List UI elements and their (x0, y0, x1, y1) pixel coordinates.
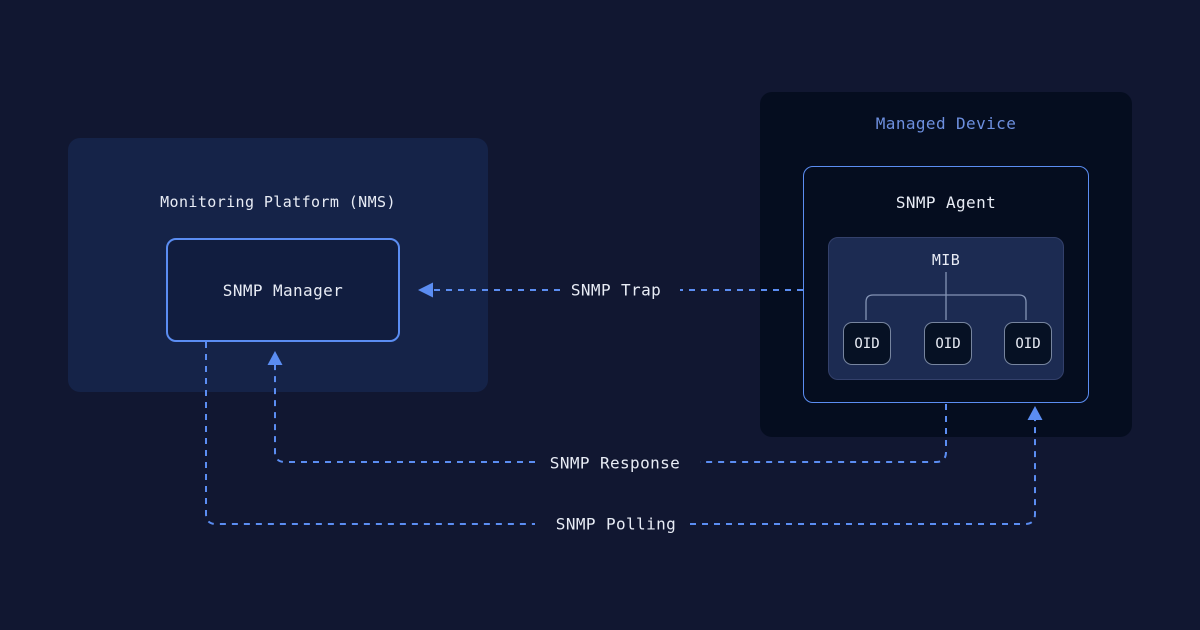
monitoring-platform-title: Monitoring Platform (NMS) (160, 193, 396, 211)
monitoring-platform-panel: Monitoring Platform (NMS) SNMP Manager (68, 138, 488, 392)
oid-label: OID (1015, 335, 1041, 352)
managed-device-panel: Managed Device SNMP Agent MIB OID OID OI… (760, 92, 1132, 437)
managed-device-title: Managed Device (875, 114, 1017, 133)
snmp-manager-node: SNMP Manager (166, 238, 400, 342)
oid-node: OID (1004, 322, 1052, 365)
snmp-trap-label: SNMP Trap (570, 280, 662, 300)
snmp-agent-node: SNMP Agent MIB OID OID OID (803, 166, 1089, 403)
oid-node: OID (843, 322, 891, 365)
oid-node: OID (924, 322, 972, 365)
snmp-agent-label: SNMP Agent (895, 193, 997, 212)
oid-label: OID (854, 335, 880, 352)
mib-node: MIB OID OID OID (828, 237, 1064, 380)
snmp-polling-label: SNMP Polling (555, 514, 677, 534)
oid-label: OID (935, 335, 961, 352)
snmp-response-label: SNMP Response (549, 453, 681, 473)
mib-label: MIB (931, 251, 961, 269)
snmp-manager-label: SNMP Manager (222, 280, 344, 300)
